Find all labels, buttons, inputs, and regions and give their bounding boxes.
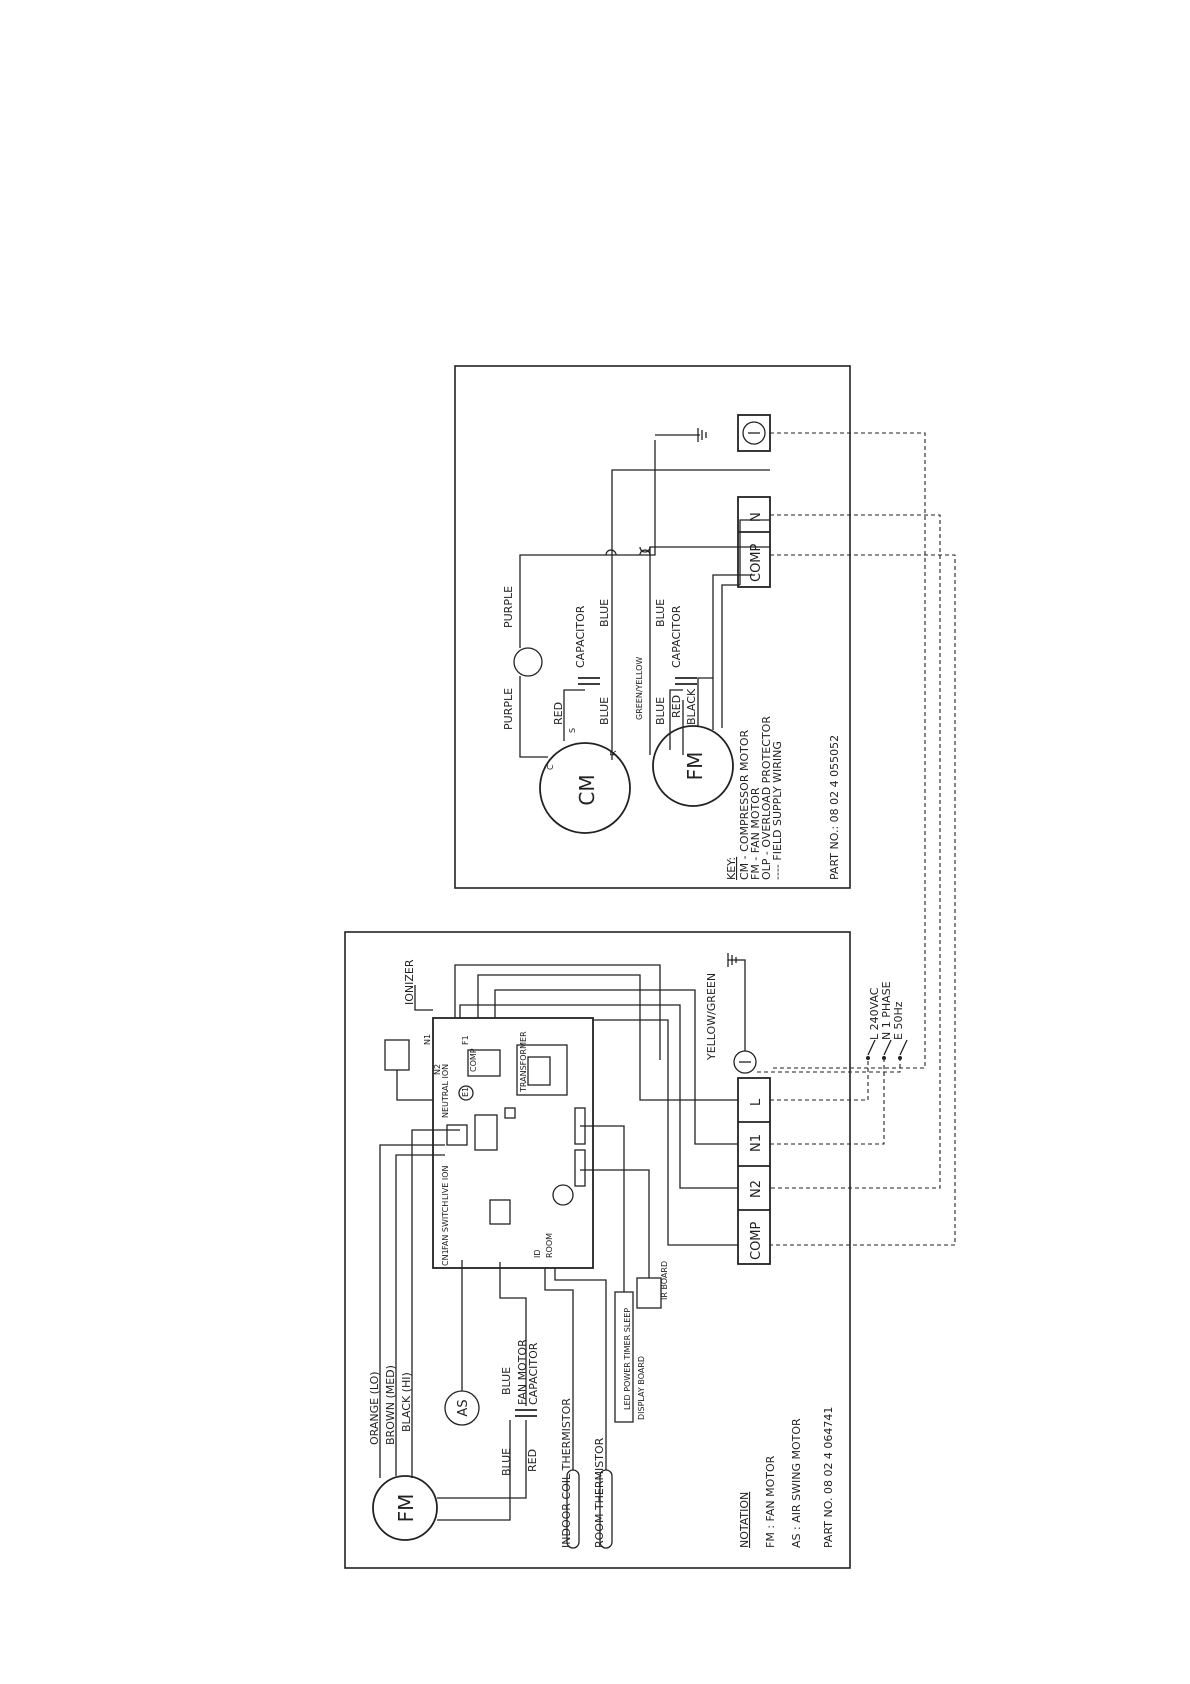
wire-label-blue-top: BLUE bbox=[598, 599, 611, 627]
label-e1: E1 bbox=[461, 1087, 470, 1097]
wire-label-black: BLACK bbox=[685, 688, 698, 725]
indoor-unit-panel: FM AS ORANGE (LO) BROWN (MED) BLACK (HI)… bbox=[344, 931, 905, 1569]
outdoor-fm-label: FM bbox=[683, 752, 707, 781]
cm-pin-r: R bbox=[609, 750, 618, 756]
ir-board bbox=[636, 1277, 662, 1309]
label-ir-board: IR BOARD bbox=[660, 1261, 669, 1300]
label-id: ID bbox=[533, 1249, 542, 1258]
transformer-core bbox=[527, 1056, 551, 1086]
label-red: RED bbox=[526, 1449, 539, 1472]
outdoor-part-number: PART NO.: 08 02 4 055052 bbox=[828, 735, 841, 880]
notation-line-as: AS : AIR SWING MOTOR bbox=[790, 1418, 803, 1548]
field-supply-wiring bbox=[757, 432, 956, 1246]
notation-line-fm: FM : FAN MOTOR bbox=[764, 1455, 777, 1548]
as-label: AS bbox=[456, 1399, 471, 1416]
label-f1: F1 bbox=[461, 1035, 470, 1045]
indoor-terminal-l: L bbox=[749, 1098, 764, 1106]
wire-label-purple-right: PURPLE bbox=[502, 586, 515, 628]
label-led: LED POWER TIMER SLEEP bbox=[623, 1308, 632, 1410]
cm-label: CM bbox=[575, 774, 599, 805]
label-live-ion: LIVE ION bbox=[441, 1165, 450, 1200]
e1-connector bbox=[458, 1085, 474, 1101]
label-fan-switch: FAN SWITCH bbox=[441, 1201, 450, 1250]
outdoor-wiring bbox=[519, 428, 770, 760]
wire-label-capacitor: CAPACITOR bbox=[574, 605, 587, 668]
buzzer bbox=[552, 1184, 574, 1206]
wire-label-blue-fm-right: BLUE bbox=[654, 599, 667, 627]
fan-connector bbox=[446, 1124, 468, 1146]
outdoor-terminal-block bbox=[737, 496, 771, 588]
label-yellow-green: YELLOW/GREEN bbox=[705, 973, 718, 1061]
label-n2-board: N2 bbox=[433, 1064, 442, 1075]
cm-pin-c: C bbox=[546, 764, 555, 770]
earth-icon bbox=[742, 421, 766, 445]
supply-line-l: L 240VAC bbox=[868, 987, 881, 1040]
label-cn: CN1 bbox=[441, 1249, 450, 1266]
indoor-terminal-block bbox=[737, 1077, 771, 1265]
outdoor-frame bbox=[454, 365, 851, 889]
indoor-frame bbox=[344, 931, 851, 1569]
key-title: KEY: bbox=[725, 857, 738, 880]
olp-symbol bbox=[513, 647, 543, 677]
ic-chip bbox=[489, 1199, 511, 1225]
label-indoor-coil-thermistor: INDOOR COIL THERMISTOR bbox=[560, 1398, 573, 1548]
label-brown-med: BROWN (MED) bbox=[384, 1365, 397, 1445]
label-blue-right: BLUE bbox=[500, 1367, 513, 1395]
ionizer-module bbox=[384, 1039, 410, 1071]
label-fan-cap-2: CAPACITOR bbox=[527, 1342, 540, 1405]
label-display-board: DISPLAY BOARD bbox=[637, 1356, 646, 1420]
key-line-field: ---- FIELD SUPPLY WIRING bbox=[771, 741, 784, 880]
indoor-terminal-n2: N2 bbox=[749, 1180, 764, 1198]
label-ionizer: IONIZER bbox=[403, 959, 416, 1005]
control-board bbox=[432, 1017, 594, 1269]
label-neutral-ion: NEUTRAL ION bbox=[441, 1064, 450, 1118]
outdoor-unit-panel: CM C S R FM bbox=[454, 365, 851, 889]
indoor-terminal-wiring bbox=[454, 964, 738, 1246]
fan-relay bbox=[474, 1114, 498, 1151]
supply-line-n: N 1 PHASE bbox=[880, 981, 893, 1040]
indoor-terminal-comp: COMP bbox=[749, 1221, 764, 1260]
compressor-motor-symbol bbox=[539, 742, 631, 834]
label-blue-left: BLUE bbox=[500, 1448, 513, 1476]
wire-label-green-yellow: GREEN/YELLOW bbox=[635, 657, 644, 720]
outdoor-terminal-n: N bbox=[749, 512, 764, 522]
wire-label-red: RED bbox=[552, 702, 565, 725]
wire-label-purple-left: PURPLE bbox=[502, 688, 515, 730]
indoor-part-number: PART NO. 08 02 4 064741 bbox=[822, 1407, 835, 1548]
transformer-block bbox=[516, 1044, 568, 1096]
outdoor-key: KEY: CM - COMPRESSOR MOTOR FM - FAN MOTO… bbox=[725, 716, 841, 880]
indoor-fm-label: FM bbox=[394, 1494, 418, 1523]
label-transformer: TRANSFORMER bbox=[519, 1031, 528, 1093]
outdoor-fan-motor-symbol bbox=[652, 725, 734, 807]
indoor-terminal-n1: N1 bbox=[749, 1134, 764, 1152]
wire-label-red-fm: RED bbox=[670, 695, 683, 718]
wire-label-capacitor-fm: CAPACITOR bbox=[670, 605, 683, 668]
label-room: ROOM bbox=[545, 1233, 554, 1258]
key-line-cm: CM - COMPRESSOR MOTOR bbox=[738, 730, 751, 880]
label-room-thermistor: ROOM THERMISTOR bbox=[593, 1437, 606, 1548]
supply-line-e: E 50Hz bbox=[892, 1001, 905, 1040]
comp-relay bbox=[467, 1049, 501, 1077]
indoor-fan-motor-symbol bbox=[372, 1475, 438, 1541]
wire-label-blue-fm: BLUE bbox=[654, 697, 667, 725]
cm-pin-s: S bbox=[568, 728, 577, 733]
outdoor-terminal-comp: COMP bbox=[749, 543, 764, 582]
label-n1-board: N1 bbox=[423, 1034, 432, 1045]
indoor-fan-wiring bbox=[379, 1129, 527, 1521]
label-comp: COMP bbox=[469, 1048, 478, 1072]
key-line-fm: FM - FAN MOTOR bbox=[749, 787, 762, 880]
label-orange-lo: ORANGE (LO) bbox=[368, 1371, 381, 1445]
label-black-hi: BLACK (HI) bbox=[400, 1372, 413, 1432]
wire-label-blue-cap: BLUE bbox=[598, 697, 611, 725]
ir-connector bbox=[574, 1149, 586, 1187]
indoor-notation: NOTATION FM : FAN MOTOR AS : AIR SWING M… bbox=[738, 1407, 835, 1548]
key-line-olp: OLP - OVERLOAD PROTECTOR bbox=[760, 716, 773, 880]
notation-title: NOTATION bbox=[738, 1492, 751, 1548]
board-pin bbox=[504, 1107, 516, 1119]
